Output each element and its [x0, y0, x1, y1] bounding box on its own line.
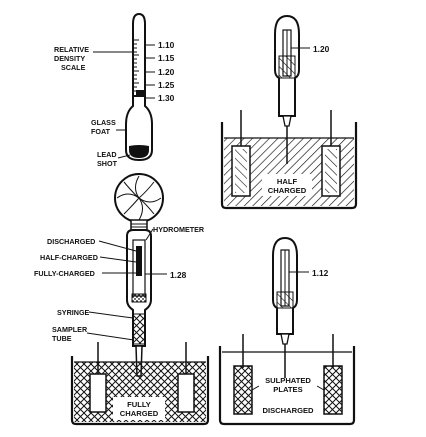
scale-tick-labels: 1.10 1.15 1.20 1.25 1.30	[145, 40, 175, 103]
scale-label-line2: DENSITY	[54, 54, 85, 63]
half-charged-label-line1: HALF	[277, 177, 298, 186]
half-charged-label-line2: CHARGED	[268, 186, 307, 195]
shot-label-line1: LEAD	[97, 150, 117, 159]
sulphated-label-line1: SULPHATED	[265, 376, 311, 385]
discharged-mark-label: DISCHARGED	[47, 237, 95, 246]
discharged-hydrometer: 1.12	[272, 236, 329, 378]
hydrometer-labels: RELATIVE DENSITY SCALE GLASS FOAT LEAD S…	[54, 45, 133, 168]
sampler-label-line1: SAMPLER	[52, 325, 88, 334]
half-charged-mark-label: HALF-CHARGED	[40, 253, 98, 262]
syringe-barrel	[126, 229, 152, 377]
sulphated-plate-left	[233, 365, 253, 415]
standalone-hydrometer: 1.10 1.15 1.20 1.25 1.30 RELATIVE DENSIT…	[54, 12, 175, 168]
scale-value-1: 1.10	[158, 40, 175, 50]
fully-charged-label-line2: CHARGED	[120, 409, 159, 418]
discharged-cell: SULPHATED PLATES DISCHARGED	[218, 334, 356, 426]
scale-label-line3: SCALE	[61, 63, 86, 72]
float-label-line2: FOAT	[91, 127, 111, 136]
float-label-line1: GLASS	[91, 118, 116, 127]
scale-value-2: 1.15	[158, 53, 175, 63]
density-scale-tube	[132, 12, 146, 97]
glass-float	[125, 95, 153, 162]
syringe-label: SYRINGE	[57, 308, 90, 317]
fully-charged-cell: FULLY CHARGED	[70, 342, 210, 426]
fully-charged-label-line1: FULLY	[127, 400, 151, 409]
half-charged-reading: 1.20	[313, 44, 330, 54]
discharged-reading: 1.12	[312, 268, 329, 278]
scale-value-4: 1.25	[158, 80, 175, 90]
fully-charged-mark-label: FULLY-CHARGED	[34, 269, 95, 278]
rubber-bulb	[114, 173, 164, 231]
sulphated-plate-right	[323, 365, 343, 415]
discharged-cell-label: DISCHARGED	[262, 406, 314, 415]
half-charged-hydrometer: 1.20	[274, 14, 330, 164]
scale-value-5: 1.30	[158, 93, 175, 103]
lead-shot	[129, 145, 149, 158]
half-charged-cell: HALF CHARGED	[220, 110, 358, 210]
positive-plate	[89, 373, 107, 413]
syringe-reading: 1.28	[170, 270, 187, 280]
hydrometer-label: HYDROMETER	[153, 225, 205, 234]
syringe-hydrometer: HYDROMETER DISCHARGED HALF-CHARGED FULLY…	[34, 173, 210, 426]
syringe-labels: HYDROMETER DISCHARGED HALF-CHARGED FULLY…	[34, 225, 205, 343]
scale-value-3: 1.20	[158, 67, 175, 77]
shot-label-line2: SHOT	[97, 159, 118, 168]
sulphated-label-line2: PLATES	[273, 385, 302, 394]
sampler-label-line2: TUBE	[52, 334, 72, 343]
negative-plate	[177, 373, 195, 413]
scale-label-line1: RELATIVE	[54, 45, 89, 54]
